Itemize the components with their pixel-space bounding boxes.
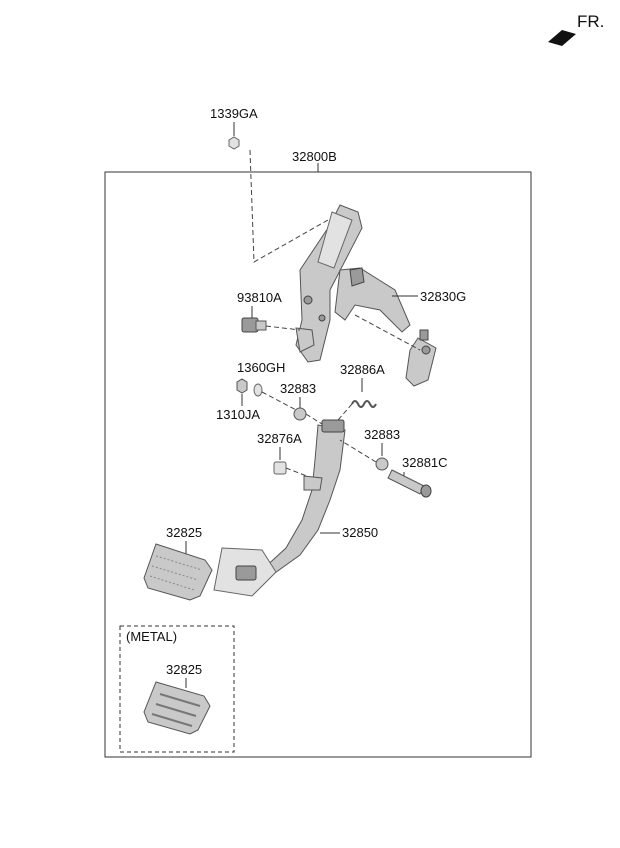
nut-1310ja bbox=[236, 378, 248, 394]
pedal-sensor-32830g bbox=[405, 329, 437, 387]
label-32886a: 32886A bbox=[340, 362, 385, 377]
metal-option-frame bbox=[119, 625, 235, 753]
label-32825: 32825 bbox=[166, 525, 202, 540]
washer-1360gh bbox=[253, 383, 263, 397]
label-32876a: 32876A bbox=[257, 431, 302, 446]
label-1310ja: 1310JA bbox=[216, 407, 260, 422]
bushing-32883-lower bbox=[375, 457, 389, 471]
nut-fit-line bbox=[249, 149, 343, 263]
metal-pedal-pad-32825 bbox=[143, 681, 211, 735]
return-spring-32886a bbox=[351, 400, 377, 408]
pedal-arm-32850 bbox=[213, 419, 346, 597]
nut-1339ga bbox=[228, 136, 240, 150]
label-metal-option: (METAL) bbox=[126, 629, 177, 644]
label-32830g: 32830G bbox=[420, 289, 466, 304]
front-direction-label: FR. bbox=[577, 12, 604, 31]
label-32825-metal: 32825 bbox=[166, 662, 202, 677]
front-arrow-icon bbox=[548, 30, 576, 46]
label-1339ga: 1339GA bbox=[210, 106, 258, 121]
label-32800b: 32800B bbox=[292, 149, 337, 164]
bushing-32883-upper bbox=[293, 407, 307, 421]
stop-lamp-switch-93810a bbox=[241, 317, 267, 333]
bolt-32881c bbox=[387, 469, 432, 498]
label-32881c: 32881C bbox=[402, 455, 448, 470]
label-1360gh: 1360GH bbox=[237, 360, 285, 375]
label-93810a: 93810A bbox=[237, 290, 282, 305]
pedal-pad-32825 bbox=[143, 543, 213, 601]
label-32883-upper: 32883 bbox=[280, 381, 316, 396]
stopper-32876a bbox=[273, 461, 287, 475]
front-direction-indicator: FR. bbox=[548, 12, 604, 46]
label-32883-lower: 32883 bbox=[364, 427, 400, 442]
label-32850: 32850 bbox=[342, 525, 378, 540]
pedal-bracket bbox=[295, 204, 411, 363]
